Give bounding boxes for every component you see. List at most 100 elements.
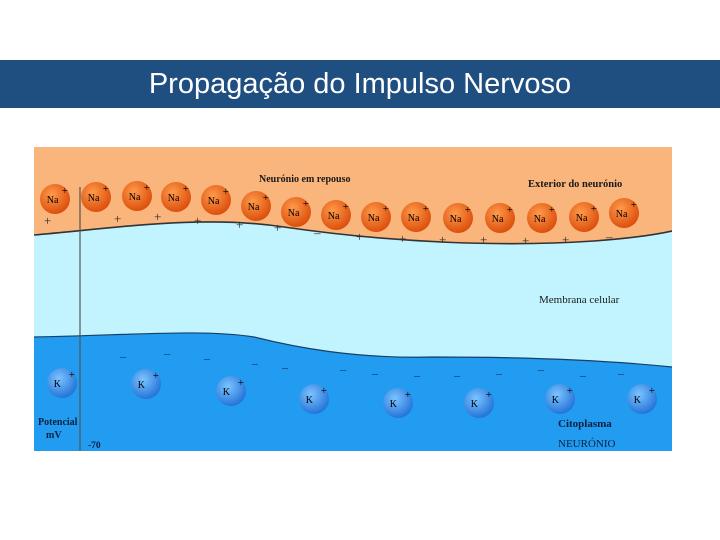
exterior-positive-charge: + (480, 232, 487, 247)
interior-negative-charges: ––––––––––––– (119, 346, 625, 382)
label-mv: mV (46, 430, 62, 441)
sodium-ion-2-charge: + (103, 183, 109, 195)
exterior-positive-charge: + (194, 213, 201, 228)
label-membrane: Membrana celular (539, 294, 620, 306)
sodium-ion-14-charge: + (591, 203, 597, 215)
interior-negative-charge: – (339, 362, 347, 376)
exterior-positive-charge: + (399, 231, 406, 246)
sodium-ion-15-symbol: Na (616, 209, 628, 220)
sodium-ion-14-symbol: Na (576, 213, 588, 224)
exterior-negative-charge: – (605, 229, 613, 244)
sodium-ion-5-symbol: Na (208, 196, 220, 207)
interior-negative-charge: – (281, 360, 289, 374)
potassium-ion-7-charge: + (567, 385, 573, 397)
potassium-ion-8-symbol: K (634, 395, 642, 406)
sodium-ion-14: Na+ (569, 202, 599, 232)
label-neuron: NEURÓNIO (558, 438, 615, 450)
exterior-positive-charge: + (562, 232, 569, 247)
potassium-ion-8: K+ (627, 384, 657, 414)
label-exterior: Exterior do neurónio (528, 179, 622, 190)
sodium-ion-12: Na+ (485, 203, 515, 233)
potassium-ion-2-charge: + (153, 370, 159, 382)
membrane-region (34, 221, 672, 367)
interior-negative-charge: – (163, 346, 171, 360)
sodium-ion-1-symbol: Na (47, 195, 59, 206)
sodium-ion-9-symbol: Na (368, 213, 380, 224)
potassium-ion-2: K+ (131, 369, 161, 399)
exterior-positive-charge: + (274, 220, 281, 235)
sodium-ion-11-symbol: Na (450, 214, 462, 225)
sodium-ion-15-charge: + (631, 199, 637, 211)
sodium-ion-10-charge: + (423, 203, 429, 215)
sodium-ion-15: Na+ (609, 198, 639, 228)
sodium-ion-3: Na+ (122, 181, 152, 211)
exterior-positive-charge: + (44, 213, 51, 228)
label-potential: Potencial (38, 417, 78, 428)
exterior-positive-charge: + (439, 232, 446, 247)
label-cytoplasm: Citoplasma (558, 418, 612, 430)
exterior-positive-charge: + (356, 229, 363, 244)
potassium-ion-4-symbol: K (306, 395, 314, 406)
sodium-ion-4-symbol: Na (168, 193, 180, 204)
label-resting-neuron: Neurónio em repouso (259, 174, 350, 185)
title-bar: Propagação do Impulso Nervoso (0, 60, 720, 108)
potassium-ion-8-charge: + (649, 385, 655, 397)
interior-negative-charge: – (537, 362, 545, 376)
potassium-ions: K+K+K+K+K+K+K+K+ (47, 368, 657, 418)
interior-negative-charge: – (453, 368, 461, 382)
sodium-ion-10-symbol: Na (408, 213, 420, 224)
sodium-ion-3-symbol: Na (129, 192, 141, 203)
sodium-ion-6: Na+ (241, 191, 271, 221)
sodium-ion-8-symbol: Na (328, 211, 340, 222)
sodium-ion-4: Na+ (161, 182, 191, 212)
sodium-ion-13-symbol: Na (534, 214, 546, 225)
sodium-ions: Na+Na+Na+Na+Na+Na+Na+Na+Na+Na+Na+Na+Na+N… (40, 181, 639, 233)
potassium-ion-6-charge: + (486, 389, 492, 401)
sodium-ion-5-charge: + (223, 186, 229, 198)
sodium-ion-9: Na+ (361, 202, 391, 232)
sodium-ion-13: Na+ (527, 203, 557, 233)
sodium-ion-6-charge: + (263, 192, 269, 204)
potassium-ion-3-symbol: K (223, 387, 231, 398)
exterior-negative-charge: – (313, 225, 321, 240)
sodium-ion-8-charge: + (343, 201, 349, 213)
sodium-ion-1: Na+ (40, 184, 70, 214)
interior-negative-charge: – (413, 368, 421, 382)
potassium-ion-7: K+ (545, 384, 575, 414)
exterior-positive-charge: + (236, 217, 243, 232)
sodium-ion-3-charge: + (144, 182, 150, 194)
interior-negative-charge: – (579, 368, 587, 382)
exterior-positive-charge: + (154, 209, 161, 224)
interior-negative-charge: – (251, 356, 259, 370)
interior-negative-charge: – (371, 366, 379, 380)
sodium-ion-11-charge: + (465, 204, 471, 216)
potassium-ion-3: K+ (216, 376, 246, 406)
membrane-inner-edge (34, 332, 672, 368)
interior-negative-charge: – (617, 366, 625, 380)
potassium-ion-4-charge: + (321, 385, 327, 397)
sodium-ion-1-charge: + (62, 185, 68, 197)
potassium-ion-5: K+ (383, 388, 413, 418)
cytoplasm-region (34, 332, 672, 451)
sodium-ion-9-charge: + (383, 203, 389, 215)
sodium-ion-2-symbol: Na (88, 193, 100, 204)
exterior-positive-charges: + + + + + + + + + + + + – – (44, 209, 613, 248)
potassium-ion-1-charge: + (69, 369, 75, 381)
sodium-ion-7-charge: + (303, 198, 309, 210)
sodium-ion-5: Na+ (201, 185, 231, 215)
potassium-ion-4: K+ (299, 384, 329, 414)
potassium-ion-1: K+ (47, 368, 77, 398)
interior-negative-charge: – (119, 349, 127, 363)
potassium-ion-2-symbol: K (138, 380, 146, 391)
potassium-ion-6: K+ (464, 388, 494, 418)
sodium-ion-2: Na+ (81, 182, 111, 212)
exterior-positive-charge: + (522, 233, 529, 248)
sodium-ion-12-charge: + (507, 204, 513, 216)
sodium-ion-10: Na+ (401, 202, 431, 232)
sodium-ion-6-symbol: Na (248, 202, 260, 213)
sodium-ion-12-symbol: Na (492, 214, 504, 225)
potassium-ion-6-symbol: K (471, 399, 479, 410)
sodium-ion-13-charge: + (549, 204, 555, 216)
neuron-resting-diagram: Na+Na+Na+Na+Na+Na+Na+Na+Na+Na+Na+Na+Na+N… (34, 147, 672, 451)
exterior-positive-charge: + (114, 211, 121, 226)
